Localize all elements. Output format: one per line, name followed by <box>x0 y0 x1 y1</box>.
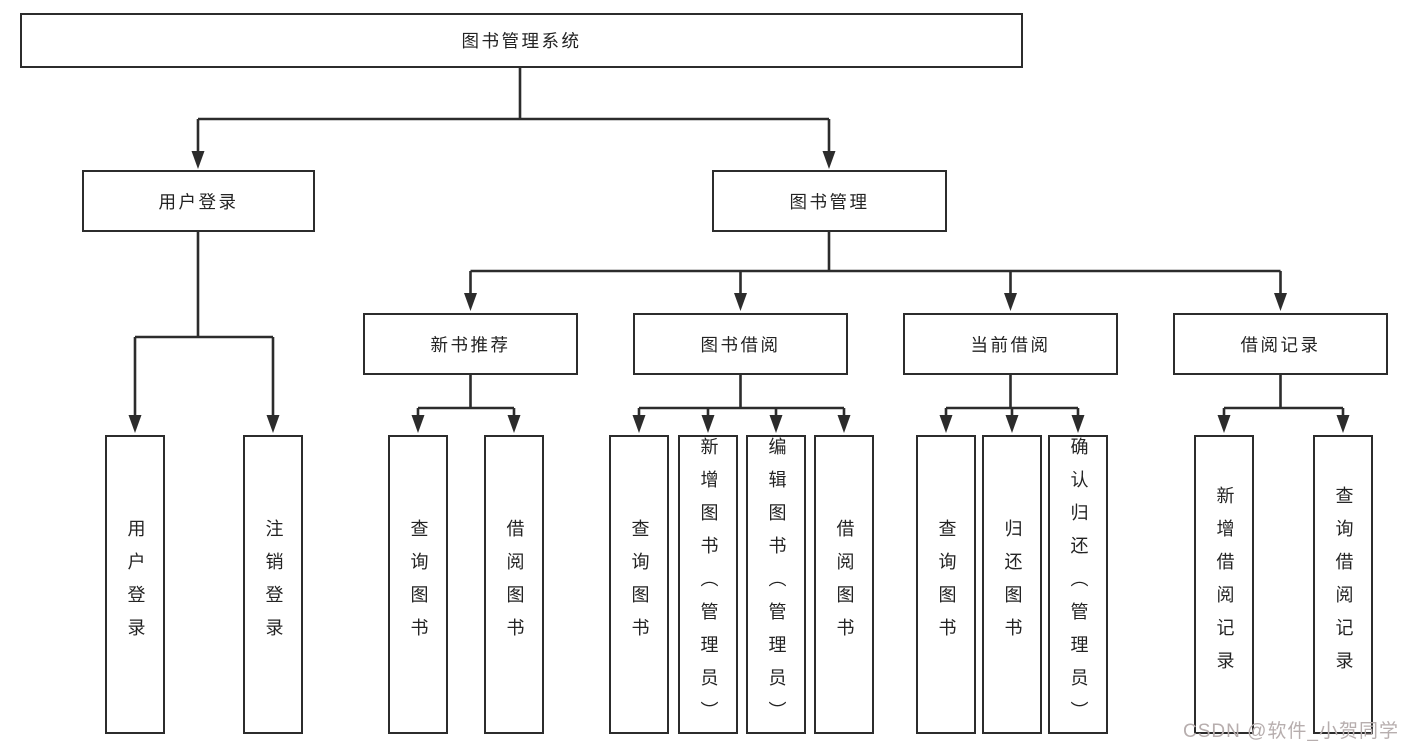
leaf-label: 注销登录 <box>263 518 284 651</box>
arrowheads <box>128 151 1350 433</box>
arrowhead <box>266 415 280 433</box>
arrowhead <box>939 415 953 433</box>
node-borrow-records: 借阅记录 <box>1173 313 1388 375</box>
arrowhead <box>411 415 425 433</box>
arrowhead <box>822 151 836 169</box>
leaf-label: 借阅图书 <box>504 518 525 651</box>
leaf-label: 借阅图书 <box>834 518 855 651</box>
leaf-query-book-borrow: 查询图书 <box>609 435 669 734</box>
leaf-label: 查询图书 <box>408 518 429 651</box>
arrowhead <box>464 293 477 311</box>
leaf-label: 新增借阅记录 <box>1214 485 1235 684</box>
leaf-edit-book-admin: 编辑图书（管理员） <box>746 435 806 734</box>
arrowhead <box>1274 293 1287 311</box>
arrowhead <box>191 151 205 169</box>
node-user-login-branch: 用户登录 <box>82 170 315 232</box>
watermark: CSDN @软件_小贺同学 <box>1183 721 1399 742</box>
leaf-label: 查询图书 <box>936 518 957 651</box>
leaf-borrow-book: 借阅图书 <box>814 435 874 734</box>
arrowhead <box>1005 415 1019 433</box>
leaf-confirm-return-admin: 确认归还（管理员） <box>1048 435 1108 734</box>
arrowhead <box>1217 415 1231 433</box>
leaf-return-book: 归还图书 <box>982 435 1042 734</box>
leaf-label: 查询借阅记录 <box>1333 485 1354 684</box>
node-current-borrow: 当前借阅 <box>903 313 1118 375</box>
node-new-book-recommend: 新书推荐 <box>363 313 578 375</box>
node-book-management-branch: 图书管理 <box>712 170 947 232</box>
leaf-label: 新增图书（管理员） <box>698 437 719 734</box>
tree-edges <box>133 68 1345 416</box>
arrowhead <box>701 415 715 433</box>
leaf-label: 编辑图书（管理员） <box>766 437 787 734</box>
node-root: 图书管理系统 <box>20 13 1023 68</box>
arrowhead <box>1071 415 1085 433</box>
arrowhead <box>507 415 521 433</box>
leaf-query-book-recommend: 查询图书 <box>388 435 448 734</box>
leaf-add-book-admin: 新增图书（管理员） <box>678 435 738 734</box>
leaf-label: 用户登录 <box>125 518 146 651</box>
arrowhead <box>837 415 851 433</box>
leaf-query-borrow-record: 查询借阅记录 <box>1313 435 1373 734</box>
leaf-query-book-current: 查询图书 <box>916 435 976 734</box>
leaf-label: 查询图书 <box>629 518 650 651</box>
leaf-add-borrow-record: 新增借阅记录 <box>1194 435 1254 734</box>
leaf-user-login: 用户登录 <box>105 435 165 734</box>
arrowhead <box>128 415 142 433</box>
node-book-borrow: 图书借阅 <box>633 313 848 375</box>
leaf-label: 归还图书 <box>1002 518 1023 651</box>
leaf-borrow-book-recommend: 借阅图书 <box>484 435 544 734</box>
arrowhead <box>1004 293 1017 311</box>
arrowhead <box>632 415 646 433</box>
arrowhead <box>1336 415 1350 433</box>
arrowhead <box>769 415 783 433</box>
leaf-label: 确认归还（管理员） <box>1068 437 1089 734</box>
leaf-logout-login: 注销登录 <box>243 435 303 734</box>
arrowhead <box>734 293 747 311</box>
